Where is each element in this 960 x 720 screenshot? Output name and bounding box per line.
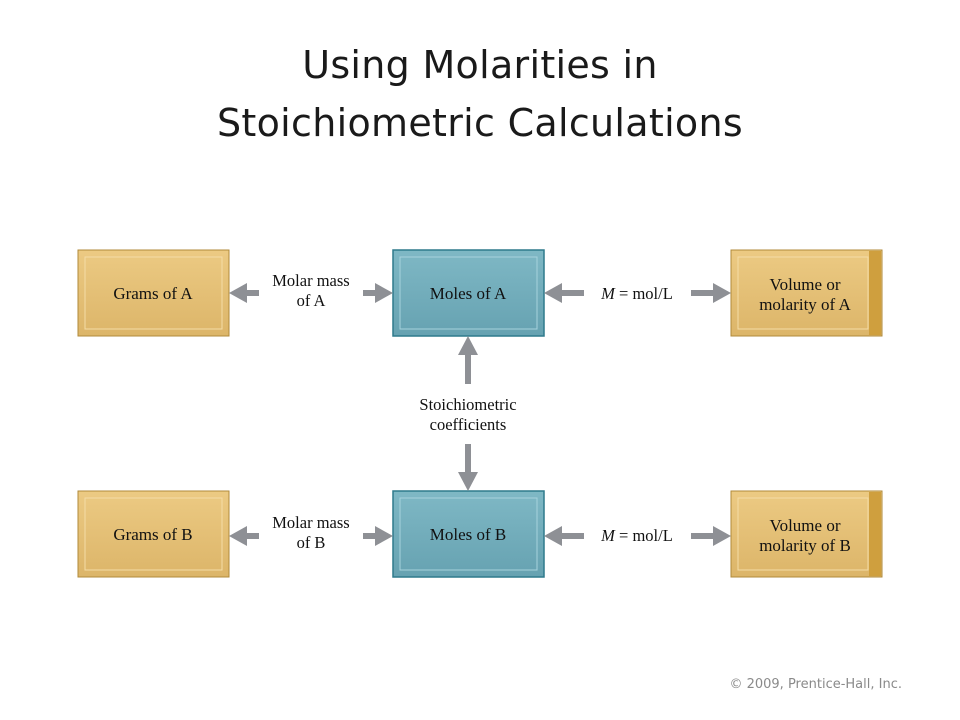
arrow-left-to-moles-a bbox=[544, 283, 584, 303]
arrow-down-to-moles-b bbox=[458, 444, 478, 491]
stoichiometric-coefficients-line-2: coefficients bbox=[430, 415, 507, 434]
molarity-symbol-a: M bbox=[600, 284, 616, 303]
molarity-formula-a: M = mol/L bbox=[600, 284, 673, 303]
slide-title-line-1: Using Molarities in bbox=[302, 43, 658, 87]
arrows bbox=[229, 283, 731, 546]
arrow-right-to-volume-a bbox=[691, 283, 731, 303]
grams-of-b-box: Grams of B bbox=[77, 490, 230, 578]
volume-a-label-line-2: molarity of A bbox=[759, 295, 851, 314]
arrow-left-to-moles-b bbox=[544, 526, 584, 546]
molarity-symbol-b: M bbox=[600, 526, 616, 545]
arrow-left-to-grams-a bbox=[229, 283, 259, 303]
arrow-right-to-volume-b bbox=[691, 526, 731, 546]
grams-of-a-label: Grams of A bbox=[113, 284, 193, 303]
arrow-left-to-grams-b bbox=[229, 526, 259, 546]
grams-of-b-label: Grams of B bbox=[113, 525, 192, 544]
molarity-formula-b: M = mol/L bbox=[600, 526, 673, 545]
volume-b-label-line-1: Volume or bbox=[770, 516, 841, 535]
arrow-right-to-moles-b bbox=[363, 526, 393, 546]
molarity-rest-a: = mol/L bbox=[615, 284, 673, 303]
slide-title: Using Molarities in Stoichiometric Calcu… bbox=[0, 36, 960, 152]
copyright-credit: © 2009, Prentice-Hall, Inc. bbox=[729, 677, 902, 692]
volume-a-label-line-1: Volume or bbox=[770, 275, 841, 294]
arrow-right-to-moles-a bbox=[363, 283, 393, 303]
moles-of-a-label: Moles of A bbox=[430, 284, 507, 303]
grams-of-a-box: Grams of A bbox=[77, 249, 230, 337]
molarity-rest-b: = mol/L bbox=[615, 526, 673, 545]
moles-of-a-box: Moles of A bbox=[392, 249, 545, 337]
slide-title-line-2: Stoichiometric Calculations bbox=[217, 101, 743, 145]
molar-mass-b-line-2: of B bbox=[297, 533, 326, 552]
molar-mass-a-line-2: of A bbox=[297, 291, 326, 310]
molar-mass-a-line-1: Molar mass bbox=[272, 271, 349, 290]
volume-or-molarity-of-b-box: Volume or molarity of B bbox=[730, 490, 883, 578]
molar-mass-b-line-1: Molar mass bbox=[272, 513, 349, 532]
moles-of-b-label: Moles of B bbox=[430, 525, 507, 544]
arrow-up-to-moles-a bbox=[458, 336, 478, 384]
stoichiometric-coefficients-line-1: Stoichiometric bbox=[419, 395, 516, 414]
volume-or-molarity-of-a-box: Volume or molarity of A bbox=[730, 249, 883, 337]
moles-of-b-box: Moles of B bbox=[392, 490, 545, 578]
volume-b-label-line-2: molarity of B bbox=[759, 536, 851, 555]
